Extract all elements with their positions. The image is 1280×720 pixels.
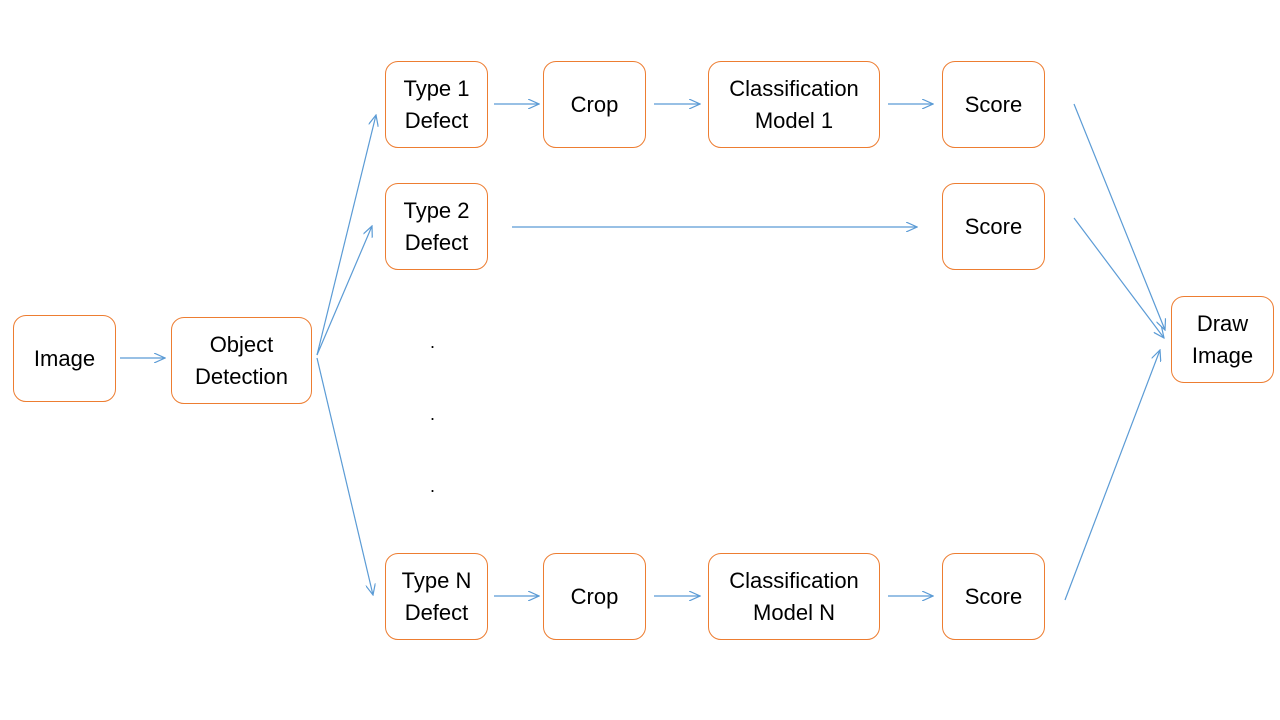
classification1-box: Classification Model 1: [708, 61, 880, 148]
arrow-score2-to-draw: [1073, 217, 1164, 338]
typeN-defect-label: Type N Defect: [401, 567, 472, 625]
score1-box: Score: [942, 61, 1045, 148]
arrow-detection-to-typeN: [316, 357, 373, 595]
type2-defect-box: Type 2 Defect: [385, 183, 488, 270]
ellipsis-dot: .: [430, 404, 436, 424]
typeN-defect-box: Type N Defect: [385, 553, 488, 640]
score1-label: Score: [964, 91, 1023, 117]
scoreN-box: Score: [942, 553, 1045, 640]
image-label: Image: [33, 345, 96, 371]
score2-label: Score: [964, 213, 1023, 239]
arrow-detection-to-type2: [316, 226, 372, 356]
draw-image-label: Draw Image: [1191, 310, 1254, 368]
crop1-box: Crop: [543, 61, 646, 148]
draw-image-box: Draw Image: [1171, 296, 1274, 383]
object-detection-box: Object Detection: [171, 317, 312, 404]
ellipsis-dot: .: [430, 476, 436, 496]
arrow-scoreN-to-draw: [1064, 350, 1160, 601]
type1-defect-label: Type 1 Defect: [403, 75, 470, 133]
object-detection-label: Object Detection: [195, 331, 288, 389]
cropN-label: Crop: [570, 583, 619, 609]
classificationN-box: Classification Model N: [708, 553, 880, 640]
scoreN-label: Score: [964, 583, 1023, 609]
cropN-box: Crop: [543, 553, 646, 640]
arrow-detection-to-type1: [316, 115, 376, 356]
crop1-label: Crop: [570, 91, 619, 117]
ellipsis-dot: .: [430, 332, 436, 352]
image-box: Image: [13, 315, 116, 402]
classificationN-label: Classification Model N: [729, 567, 859, 625]
arrow-score1-to-draw: [1073, 103, 1165, 330]
score2-box: Score: [942, 183, 1045, 270]
type2-defect-label: Type 2 Defect: [403, 197, 470, 255]
type1-defect-box: Type 1 Defect: [385, 61, 488, 148]
classification1-label: Classification Model 1: [729, 75, 859, 133]
